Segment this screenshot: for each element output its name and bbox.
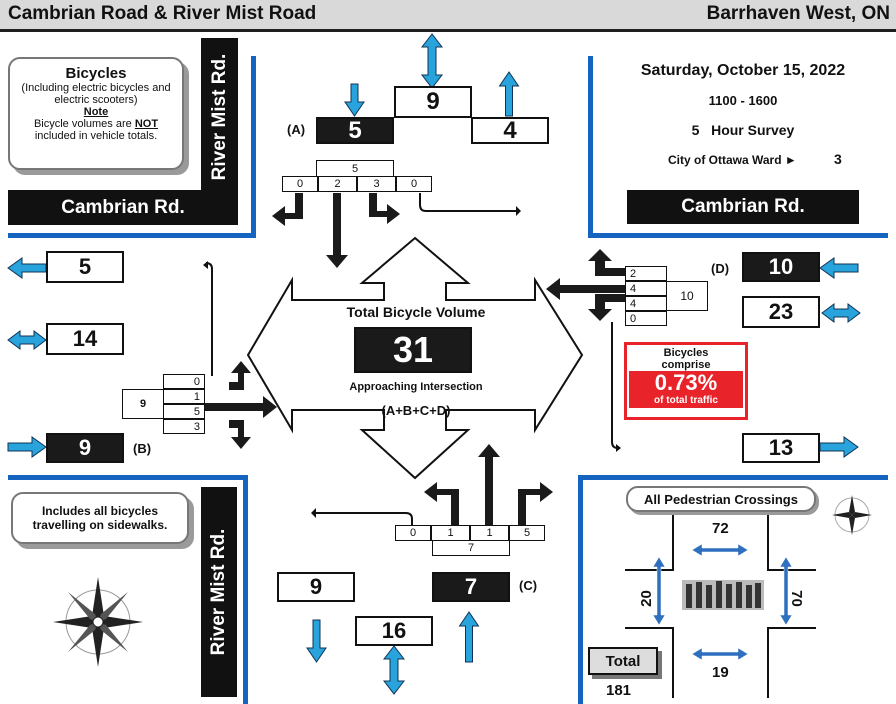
leg-b-movement-cell: 1 (163, 389, 205, 404)
compass-rose-small-icon (832, 495, 872, 535)
leg-c-exit-volume: 9 (277, 572, 355, 602)
leg-a-movement-arrows (272, 193, 400, 268)
leg-d-movement-cell: 2 (625, 266, 667, 281)
leg-c-movement-cell: 5 (509, 525, 545, 541)
leg-c-uturn-line (316, 513, 412, 525)
leg-c-movement-cell: 1 (431, 525, 470, 541)
bicycles-card-note-label: Note (10, 106, 182, 118)
leg-b-pedestrian-volume: 14 (46, 323, 124, 355)
share-value: 0.73% (629, 371, 743, 395)
share-line1: Bicycles (627, 347, 745, 359)
leg-a-movement-cell: 0 (396, 176, 432, 192)
bicycles-card-title: Bicycles (10, 65, 182, 82)
pedestrian-crossings-title-card: All Pedestrian Crossings (626, 486, 816, 512)
leg-b-blue-arrows (8, 258, 46, 457)
leg-d-uturn-line (612, 322, 618, 448)
leg-a-pedestrian-volume: 9 (394, 86, 472, 118)
total-volume-sub1: Approaching Intersection (326, 381, 506, 393)
survey-date: Saturday, October 15, 2022 (600, 62, 886, 80)
total-volume-title: Total Bicycle Volume (326, 304, 506, 320)
leg-b-movements: 0 1 5 3 (163, 374, 205, 434)
survey-duration: 5 Hour Survey (600, 122, 886, 138)
total-volume-sub2: (A+B+C+D) (326, 403, 506, 418)
sidewalk-info-card: Includes all bicycles travelling on side… (11, 492, 189, 544)
ward-value: 3 (834, 151, 842, 167)
survey-time: 1100 - 1600 (600, 93, 886, 108)
river-mist-road-label-bottom: River Mist Rd. (201, 487, 237, 697)
leg-c-movement-total: 7 (432, 540, 510, 556)
leg-d-movement-cell: 4 (625, 296, 667, 311)
leg-d-movement-arrows (546, 249, 625, 321)
ped-total-label: Total (606, 653, 641, 670)
leg-c-movement-arrows (424, 444, 553, 525)
leg-b-approach-volume: 9 (46, 433, 124, 463)
leg-d-movement-cell: 0 (625, 311, 667, 326)
leg-b-exit-volume: 5 (46, 251, 124, 283)
ped-north-count: 72 (712, 520, 729, 537)
sidewalk-card-text: Includes all bicycles travelling on side… (21, 504, 179, 532)
leg-c-approach-volume: 7 (432, 572, 510, 602)
leg-a-movements: 0 2 3 0 (282, 176, 432, 192)
river-mist-road-label-top: River Mist Rd. (201, 38, 238, 196)
leg-d-pedestrian-volume: 23 (742, 296, 820, 328)
bicycles-card-line: (Including electric bicycles and electri… (10, 82, 182, 106)
leg-c-movements: 0 1 1 5 (395, 525, 545, 541)
leg-d-exit-volume: 13 (742, 433, 820, 463)
pedestrian-crowd-icon (682, 580, 764, 610)
bicycle-share-box: Bicycles comprise 0.73% of total traffic (624, 342, 748, 420)
pedestrian-crossings-title: All Pedestrian Crossings (644, 492, 798, 507)
ped-east-count: 70 (788, 590, 805, 607)
compass-rose-icon (53, 577, 143, 667)
ped-west-count: 20 (638, 590, 655, 607)
bicycles-card-note: Bicycle volumes are NOT included in vehi… (10, 118, 182, 142)
leg-d-label: (D) (711, 261, 729, 276)
leg-c-movement-cell: 0 (395, 525, 431, 541)
leg-a-movement-cell: 3 (357, 176, 396, 192)
leg-a-movement-cell: 0 (282, 176, 318, 192)
bicycles-info-card: Bicycles (Including electric bicycles an… (8, 57, 184, 170)
leg-a-exit-volume: 4 (471, 117, 549, 144)
leg-d-approach-volume: 10 (742, 252, 820, 282)
ward-label: City of Ottawa Ward ► (668, 153, 797, 167)
leg-b-movement-cell: 3 (163, 419, 205, 434)
total-volume-value: 31 (354, 327, 472, 373)
ped-total-box: Total (588, 647, 658, 675)
leg-d-movements: 2 4 4 0 (625, 266, 667, 326)
leg-b-label: (B) (133, 441, 151, 456)
leg-d-blue-arrows (820, 258, 860, 457)
leg-c-pedestrian-volume: 16 (355, 616, 433, 646)
leg-b-movement-cell: 5 (163, 404, 205, 419)
leg-c-movement-cell: 1 (470, 525, 509, 541)
ped-total-value: 181 (606, 682, 631, 699)
leg-a-movement-total: 5 (316, 160, 394, 177)
cambrian-road-label-left: Cambrian Rd. (8, 190, 238, 225)
leg-d-movement-total: 10 (666, 281, 708, 311)
leg-a-label: (A) (287, 122, 305, 137)
leg-d-movement-cell: 4 (625, 281, 667, 296)
leg-a-approach-volume: 5 (316, 117, 394, 144)
ped-south-count: 19 (712, 664, 729, 681)
leg-a-uturn-line (420, 193, 516, 211)
leg-c-label: (C) (519, 578, 537, 593)
cambrian-road-label-right: Cambrian Rd. (627, 190, 859, 224)
leg-a-movement-cell: 2 (318, 176, 357, 192)
leg-b-movement-total: 9 (122, 389, 164, 419)
leg-b-movement-cell: 0 (163, 374, 205, 389)
share-line3: of total traffic (629, 395, 743, 408)
leg-b-uturn-line (206, 263, 212, 376)
